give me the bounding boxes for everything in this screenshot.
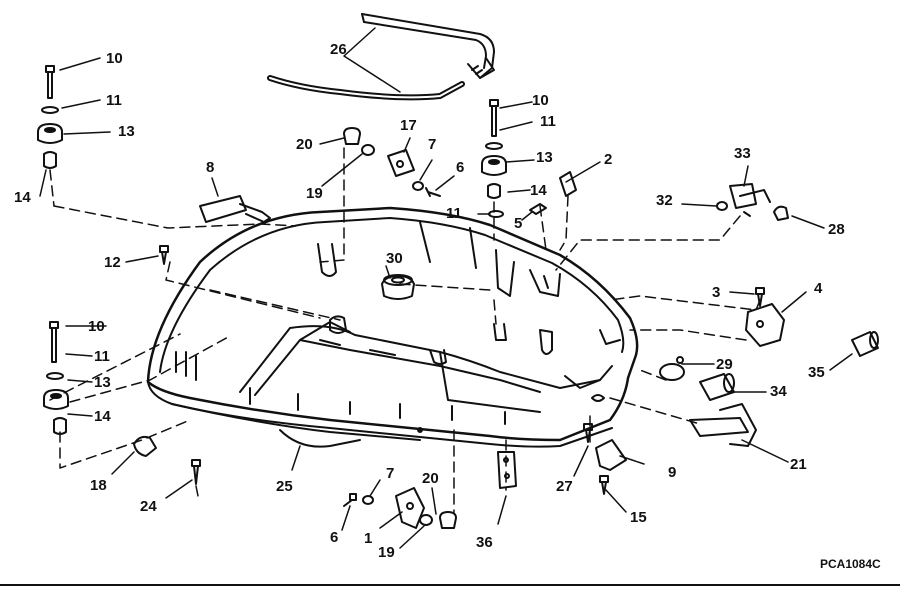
callout-14-upper-right: 14 bbox=[530, 182, 547, 199]
callout-8: 8 bbox=[206, 159, 215, 176]
callout-35: 35 bbox=[808, 364, 825, 381]
callout-29: 29 bbox=[716, 356, 733, 373]
callout-10-lower-left: 10 bbox=[88, 318, 105, 335]
mount-stack-left-upper bbox=[37, 65, 63, 169]
callout-28: 28 bbox=[828, 221, 845, 238]
callout-5: 5 bbox=[514, 215, 523, 232]
callout-14-upper-left: 14 bbox=[14, 189, 31, 206]
callout-21: 21 bbox=[790, 456, 807, 473]
callout-33: 33 bbox=[734, 145, 751, 162]
callout-27: 27 bbox=[556, 478, 573, 495]
lower-cowl bbox=[146, 206, 639, 448]
callout-10-upper-right: 10 bbox=[532, 92, 549, 109]
leader-lines bbox=[39, 27, 853, 549]
dashed-assembly-lines bbox=[49, 147, 761, 513]
bottom-rule bbox=[0, 584, 900, 586]
callout-11-upper-right: 11 bbox=[540, 113, 556, 130]
figure-code: PCA1084C bbox=[820, 557, 881, 571]
callout-20-top: 20 bbox=[296, 136, 313, 153]
callout-11-middle: 11 bbox=[446, 205, 462, 222]
callout-19-bottom: 19 bbox=[378, 544, 395, 561]
callout-7-top: 7 bbox=[428, 136, 437, 153]
callout-2: 2 bbox=[604, 151, 613, 168]
callout-13-upper-left: 13 bbox=[118, 123, 135, 140]
callout-17: 17 bbox=[400, 117, 417, 134]
callout-3: 3 bbox=[712, 284, 721, 301]
callout-26: 26 bbox=[330, 41, 347, 58]
callout-10-upper-left: 10 bbox=[106, 50, 123, 67]
callout-13-lower-left: 13 bbox=[94, 374, 111, 391]
callout-6-bottom: 6 bbox=[330, 529, 339, 546]
small-parts bbox=[133, 127, 879, 529]
callout-13-upper-right: 13 bbox=[536, 149, 553, 166]
callout-32: 32 bbox=[656, 192, 673, 209]
callout-18: 18 bbox=[90, 477, 107, 494]
grommet-30 bbox=[381, 274, 415, 300]
callout-9: 9 bbox=[668, 464, 677, 481]
callout-11-upper-left: 11 bbox=[106, 92, 122, 109]
callout-19-top: 19 bbox=[306, 185, 323, 202]
callout-1: 1 bbox=[364, 530, 373, 547]
mount-stack-right-upper bbox=[481, 99, 507, 218]
callout-30: 30 bbox=[386, 250, 403, 267]
callout-7-bottom: 7 bbox=[386, 465, 395, 482]
callout-12: 12 bbox=[104, 254, 121, 271]
callout-6-top: 6 bbox=[456, 159, 465, 176]
callout-20-bottom: 20 bbox=[422, 470, 439, 487]
mount-stack-left-lower bbox=[43, 321, 69, 435]
handle-26 bbox=[267, 13, 495, 101]
callout-36: 36 bbox=[476, 534, 493, 551]
callout-15: 15 bbox=[630, 509, 647, 526]
callout-34: 34 bbox=[770, 383, 787, 400]
callout-24: 24 bbox=[140, 498, 157, 515]
callout-4: 4 bbox=[814, 280, 823, 297]
callout-14-lower-left: 14 bbox=[94, 408, 111, 425]
callout-25: 25 bbox=[276, 478, 293, 495]
callout-11-lower-left: 11 bbox=[94, 348, 110, 365]
